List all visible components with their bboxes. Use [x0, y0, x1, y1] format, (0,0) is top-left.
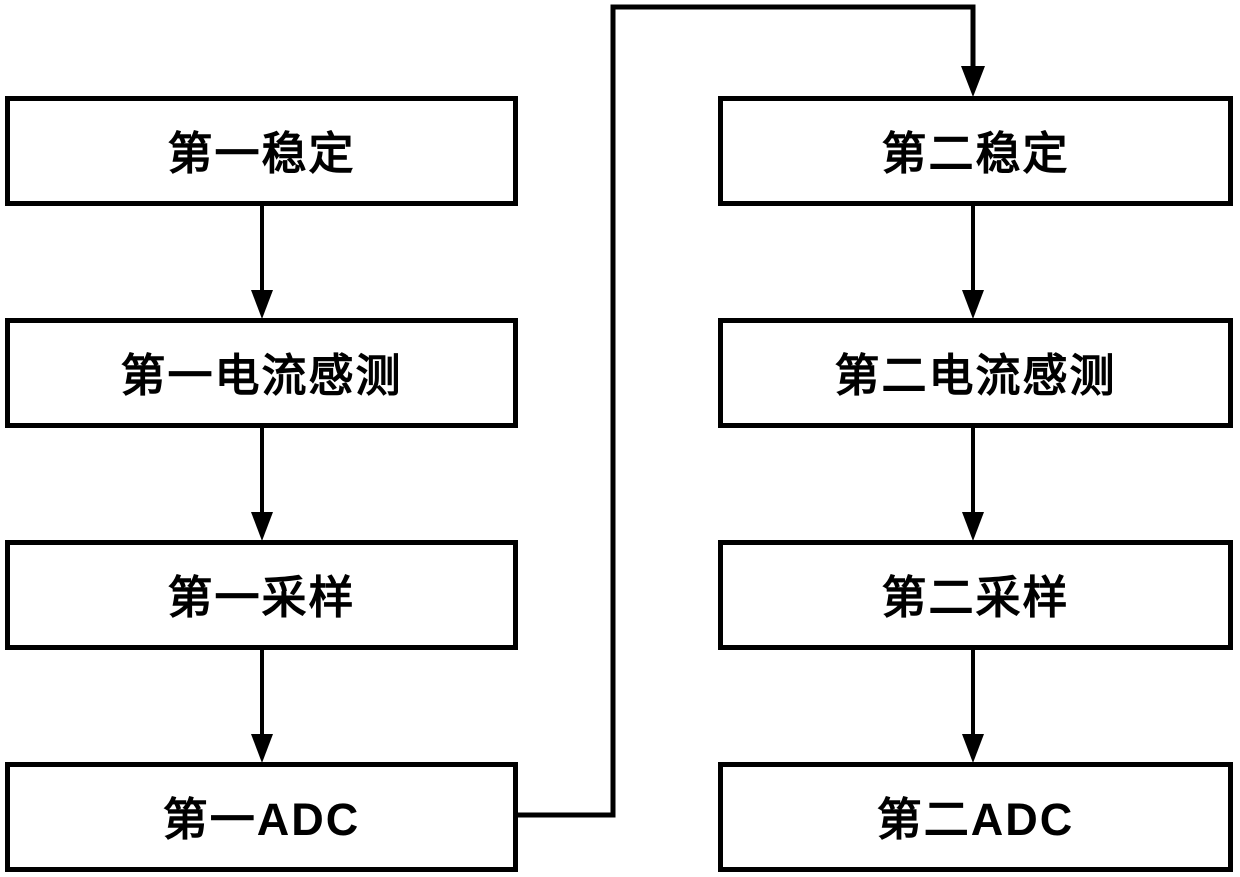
box-first-stabilization: 第一稳定 [5, 96, 518, 206]
box-second-current-sense: 第二电流感测 [718, 318, 1233, 428]
arrow-second-current-sense-to-sampling [962, 428, 984, 541]
box-second-adc: 第二ADC [718, 762, 1233, 872]
box-second-stabilization-label: 第二稳定 [881, 127, 1070, 179]
arrow-first-stabilization-to-current-sense [251, 206, 273, 319]
box-second-sampling: 第二采样 [718, 540, 1233, 650]
box-first-adc-label: 第一ADC [162, 793, 361, 845]
box-second-stabilization: 第二稳定 [718, 96, 1233, 206]
box-first-sampling-label: 第一采样 [167, 571, 356, 623]
arrow-second-sampling-to-adc [962, 650, 984, 763]
arrow-first-current-sense-to-sampling [251, 428, 273, 541]
arrow-second-stabilization-to-current-sense [962, 206, 984, 319]
box-second-adc-label: 第二ADC [876, 793, 1075, 845]
box-first-sampling: 第一采样 [5, 540, 518, 650]
box-second-current-sense-label: 第二电流感测 [834, 349, 1117, 401]
box-first-stabilization-label: 第一稳定 [167, 127, 356, 179]
box-first-current-sense-label: 第一电流感测 [120, 349, 403, 401]
box-first-adc: 第一ADC [5, 762, 518, 872]
box-first-current-sense: 第一电流感测 [5, 318, 518, 428]
arrow-first-sampling-to-adc [251, 650, 273, 763]
box-second-sampling-label: 第二采样 [881, 571, 1070, 623]
